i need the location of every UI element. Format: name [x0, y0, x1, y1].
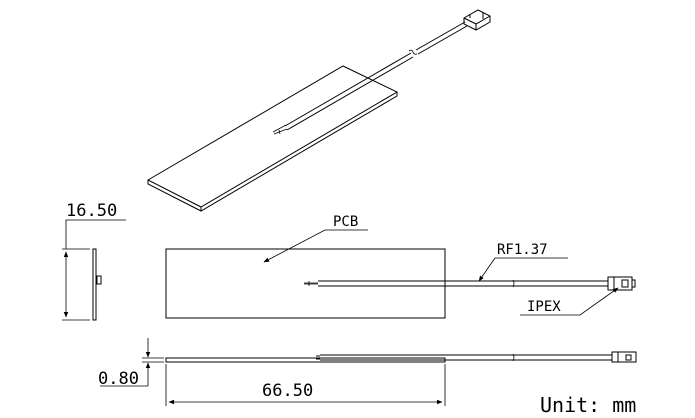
- iso-cable: [284, 52, 414, 131]
- front-ipex-connector: [611, 351, 637, 363]
- iso-ipex-connector: [463, 9, 491, 31]
- length-extension-lines: [165, 364, 446, 406]
- width-dimension-label: 16.50: [66, 201, 117, 221]
- side-pcb: [92, 248, 97, 321]
- cable-label: RF1.37: [497, 242, 548, 258]
- length-dimension-label: 66.50: [262, 381, 313, 401]
- iso-cable-upper: [415, 21, 468, 55]
- isometric-view: [146, 9, 491, 212]
- side-view: 16.50: [62, 201, 126, 321]
- top-cable-break: [512, 279, 515, 288]
- top-cable: [318, 280, 608, 287]
- width-leader: [65, 219, 126, 249]
- thickness-extension-lines: [142, 357, 164, 363]
- side-cable-stub: [96, 275, 102, 285]
- top-view: PCB RF1.37 IPEX: [165, 214, 636, 319]
- units-note: Unit: mm: [540, 393, 636, 417]
- width-extension-lines: [62, 248, 90, 321]
- front-view: 0.80 66.50: [98, 338, 637, 406]
- top-ipex-connector: [607, 276, 636, 291]
- connector-leader: [520, 287, 619, 316]
- iso-pcb-board: [146, 65, 399, 208]
- pcb-label: PCB: [333, 214, 358, 230]
- pcb-leader: [263, 229, 368, 263]
- top-pcb: [165, 248, 446, 319]
- connector-label: IPEX: [527, 299, 561, 315]
- top-cable-tip: [304, 281, 318, 286]
- iso-cable-tip: [272, 124, 288, 135]
- thickness-dimension-label: 0.80: [98, 369, 139, 389]
- iso-cable-break: [408, 49, 418, 55]
- front-cable-break: [512, 353, 515, 362]
- front-cable: [316, 354, 612, 361]
- iso-pcb-edge: [147, 92, 398, 212]
- cable-leader: [478, 257, 568, 282]
